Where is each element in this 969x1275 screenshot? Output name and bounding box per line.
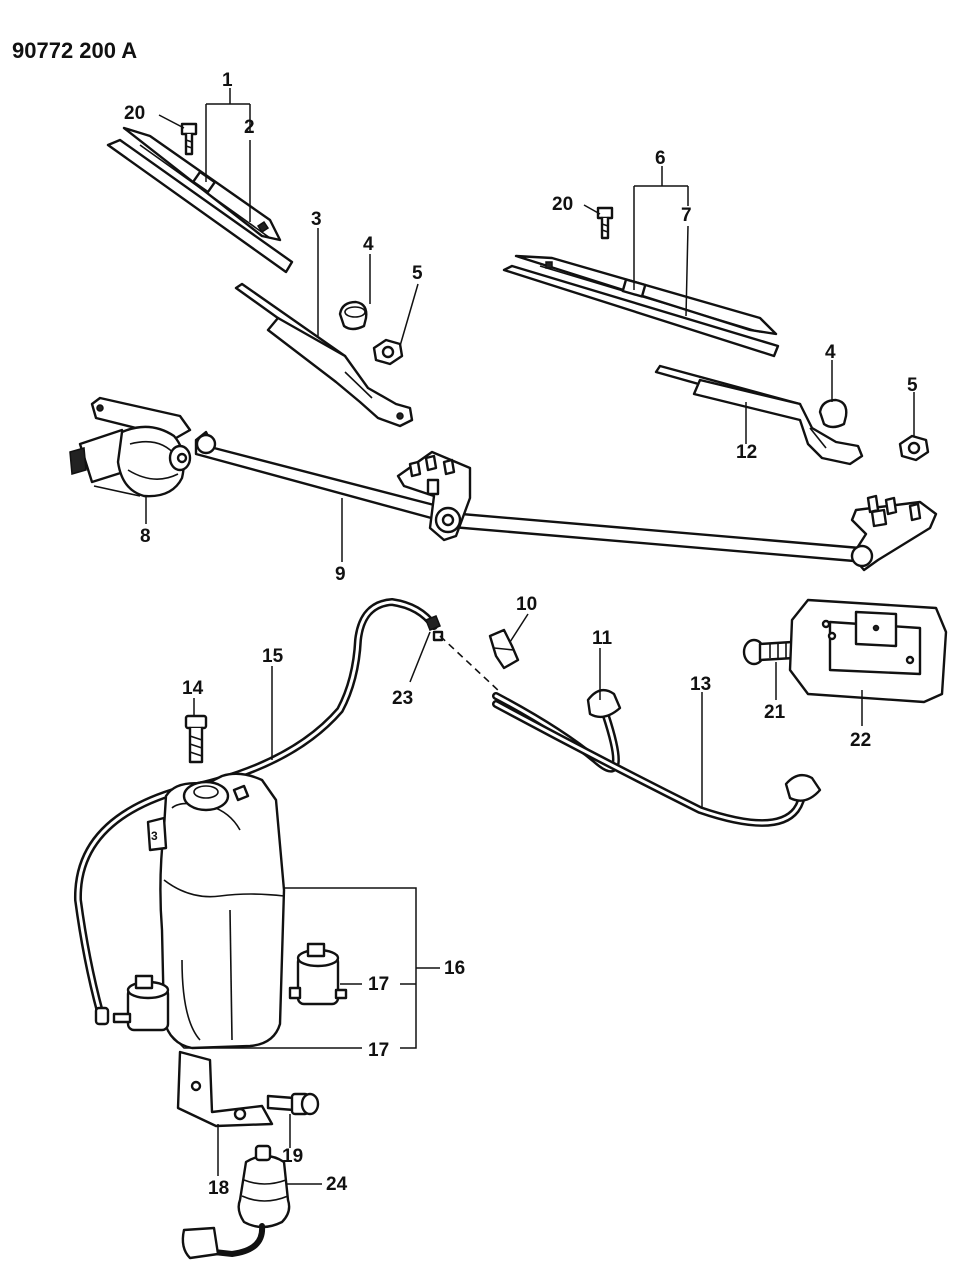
callout-17-upper: 17	[368, 974, 389, 995]
callout-10: 10	[516, 594, 537, 615]
callout-7: 7	[681, 205, 692, 226]
washer-tank: 3	[146, 772, 286, 1050]
hose-15	[73, 597, 438, 1026]
callout-20-right: 20	[552, 194, 573, 215]
right-wiper-blade	[502, 254, 780, 358]
nut-5-left	[372, 338, 404, 366]
callout-8: 8	[140, 526, 151, 547]
callout-12: 12	[736, 442, 757, 463]
callout-23: 23	[392, 688, 413, 709]
callout-22: 22	[850, 730, 871, 751]
callout-11: 11	[592, 628, 613, 649]
callout-3: 3	[311, 209, 322, 230]
callout-5-left: 5	[412, 263, 423, 284]
bolt-14	[184, 714, 208, 764]
callout-6: 6	[655, 148, 666, 169]
callouts: 1 2 20 3 4 5 6 7 20 4 5 12 8 9 10 11 13 …	[124, 70, 918, 1199]
bracket-18	[176, 1050, 274, 1128]
callout-17-lower: 17	[368, 1040, 389, 1061]
bracket-22	[788, 598, 948, 704]
level-sensor-24	[181, 1144, 291, 1260]
washer-pump-lower	[112, 974, 170, 1032]
washer-pump-upper	[288, 942, 348, 1006]
cap-4-right	[818, 398, 848, 429]
callout-19: 19	[282, 1146, 303, 1167]
clip-10	[488, 628, 520, 670]
callout-9: 9	[335, 564, 346, 585]
callout-18: 18	[208, 1178, 229, 1199]
left-wiper-blade	[106, 126, 294, 274]
bolt-19	[266, 1092, 320, 1116]
bolt-20-left	[180, 122, 198, 156]
right-wiper-arm	[654, 364, 864, 466]
callout-2: 2	[244, 117, 255, 138]
callout-5-right: 5	[907, 375, 918, 396]
wiper-linkage	[194, 430, 938, 572]
nozzle-11	[586, 688, 822, 802]
callout-20-left: 20	[124, 103, 145, 124]
callout-24: 24	[326, 1174, 348, 1195]
tank-mark: 3	[151, 829, 158, 843]
callout-21: 21	[764, 702, 786, 723]
callout-15: 15	[262, 646, 284, 667]
nut-5-right	[898, 434, 930, 462]
connector-23	[425, 615, 501, 693]
cap-4-left	[338, 300, 368, 331]
hose-13	[492, 692, 807, 827]
callout-1: 1	[222, 70, 233, 91]
callout-4-left: 4	[363, 234, 374, 255]
callout-4-right: 4	[825, 342, 836, 363]
callout-16: 16	[444, 958, 465, 979]
wiper-motor	[69, 396, 192, 498]
bolt-20-right	[596, 206, 614, 240]
left-wiper-arm	[234, 282, 414, 428]
callout-13: 13	[690, 674, 711, 695]
leader-lines	[145, 88, 915, 1185]
diagram-code: 90772 200 A	[12, 38, 137, 63]
bolt-21	[742, 638, 796, 666]
callout-14: 14	[182, 678, 204, 699]
